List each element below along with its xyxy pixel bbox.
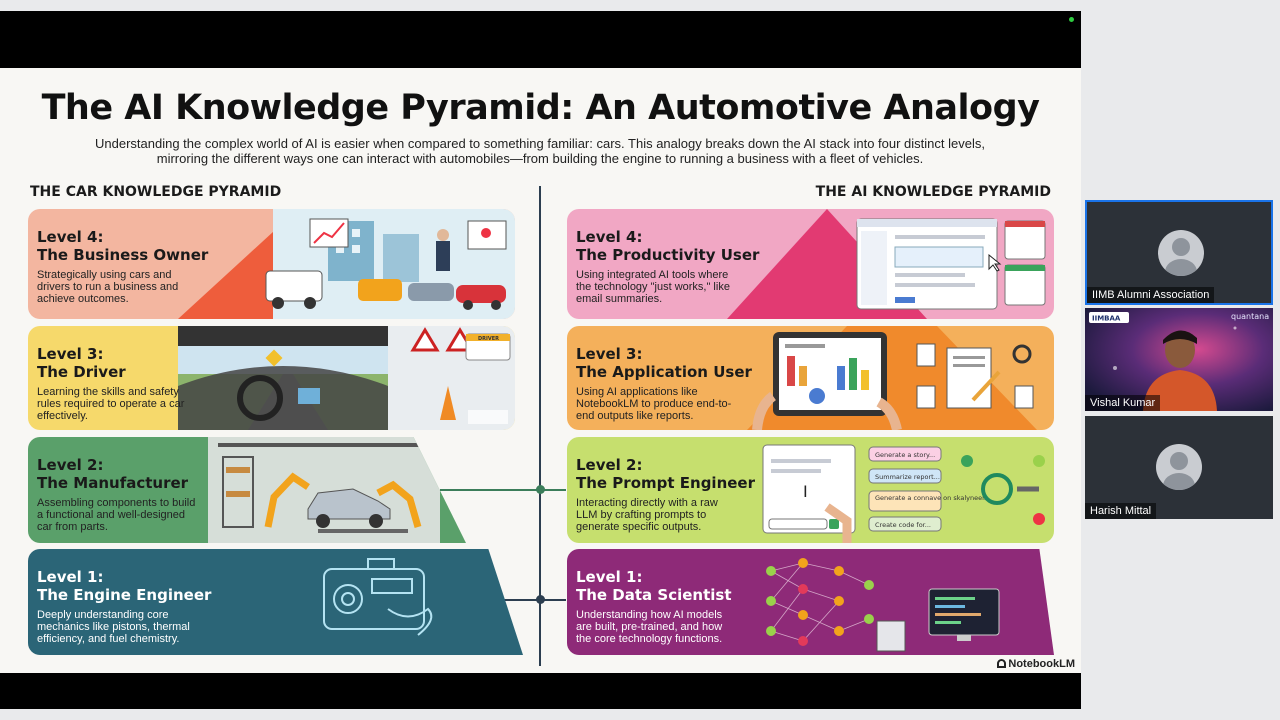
ai-level-4-desc: Using integrated AI tools where the tech… xyxy=(576,269,730,305)
participant-tile-harish[interactable]: Harish Mittal xyxy=(1085,416,1273,519)
notebooklm-logo: NotebookLM xyxy=(997,658,1075,670)
notebooklm-logo-icon xyxy=(997,659,1007,668)
level-number: Level 3: xyxy=(576,345,643,363)
level-number: Level 2: xyxy=(576,456,643,474)
participant-video: IIMBAA quantana xyxy=(1085,308,1273,411)
level-number: Level 4: xyxy=(576,228,643,246)
ai-level-1-title: Level 1:The Data Scientist xyxy=(576,568,732,604)
participant-name: Harish Mittal xyxy=(1085,503,1157,519)
manufacturer-illustration xyxy=(208,437,440,543)
level-number: Level 1: xyxy=(576,568,643,586)
ai-level-2-desc: Interacting directly with a raw LLM by c… xyxy=(576,497,718,533)
level-name: The Driver xyxy=(37,363,126,381)
person-silhouette-icon xyxy=(1156,444,1202,490)
ai-level-3-title: Level 3:The Application User xyxy=(576,345,752,381)
business-owner-illustration xyxy=(178,209,515,319)
ai-pyramid-heading: THE AI KNOWLEDGE PYRAMID xyxy=(815,184,1051,200)
svg-text:I: I xyxy=(803,482,808,501)
car-level-4-title: Level 4:The Business Owner xyxy=(37,228,208,264)
prompt-engineer-illustration: I Generate a story... Summarize report..… xyxy=(762,444,1045,543)
ai-level-4-title: Level 4:The Productivity User xyxy=(576,228,759,264)
level-number: Level 1: xyxy=(37,568,104,586)
car-level-2-title: Level 2:The Manufacturer xyxy=(37,456,188,492)
driver-badge-text: DRIVER xyxy=(478,336,499,342)
car-level-1-card: Level 1:The Engine Engineer Deeply under… xyxy=(28,549,523,655)
prompt-chip-3: Generate a connave on skalyneel... xyxy=(875,494,990,502)
level-name: The Data Scientist xyxy=(576,586,732,604)
recording-indicator-icon xyxy=(1069,17,1074,22)
prompt-chip-4: Create code for... xyxy=(875,521,931,529)
car-level-2-desc: Assembling components to build a functio… xyxy=(37,497,196,533)
center-divider xyxy=(539,186,541,666)
shared-slide: The AI Knowledge Pyramid: An Automotive … xyxy=(0,68,1081,673)
ai-level-2-title: Level 2:The Prompt Engineer xyxy=(576,456,755,492)
share-bottom-bar xyxy=(0,673,1081,709)
car-level-3-title: Level 3:The Driver xyxy=(37,345,126,381)
engine-illustration xyxy=(323,558,433,636)
car-level-4-card: Level 4:The Business Owner Strategically… xyxy=(28,209,515,319)
ai-level-1-desc: Understanding how AI models are built, p… xyxy=(576,609,723,645)
prompt-chip-2: Summarize report... xyxy=(875,473,940,481)
participant-tile-vishal[interactable]: IIMBAA quantana Vishal Kumar xyxy=(1085,308,1273,411)
person-silhouette-icon xyxy=(1158,230,1204,276)
cursor-arrow-icon xyxy=(988,253,1002,272)
tile-brand: quantana xyxy=(1231,312,1269,321)
slide-subtitle: Understanding the complex world of AI is… xyxy=(95,136,985,166)
level-number: Level 2: xyxy=(37,456,104,474)
connector-node-level2 xyxy=(536,485,545,494)
level-name: The Prompt Engineer xyxy=(576,474,755,492)
prompt-chip-1: Generate a story... xyxy=(875,451,935,459)
application-user-illustration xyxy=(747,326,1037,430)
slide-title: The AI Knowledge Pyramid: An Automotive … xyxy=(41,88,1040,128)
level-number: Level 4: xyxy=(37,228,104,246)
participant-tile-iimb[interactable]: IIMB Alumni Association xyxy=(1085,200,1273,305)
connector-level2 xyxy=(440,489,566,491)
level-name: The Productivity User xyxy=(576,246,760,264)
ai-level-2-card: I Generate a story... Summarize report..… xyxy=(567,437,1054,543)
driver-illustration: DRIVER xyxy=(178,326,515,430)
ai-level-3-card: Level 3:The Application User Using AI ap… xyxy=(567,326,1054,430)
brand-label: NotebookLM xyxy=(1008,658,1075,670)
connector-node-level1 xyxy=(536,595,545,604)
tile-badge: IIMBAA xyxy=(1092,315,1121,323)
level-name: The Application User xyxy=(576,363,752,381)
car-level-4-desc: Strategically using cars and drivers to … xyxy=(37,269,179,305)
connector-level1 xyxy=(500,599,566,601)
ai-level-4-card: Level 4:The Productivity User Using inte… xyxy=(567,209,1054,319)
car-level-3-card: DRIVER Level 3:The Driver Learning the s… xyxy=(28,326,515,430)
productivity-user-illustration xyxy=(727,209,1046,319)
level-name: The Engine Engineer xyxy=(37,586,212,604)
car-level-3-desc: Learning the skills and safety rules req… xyxy=(37,386,185,422)
car-level-1-desc: Deeply understanding core mechanics like… xyxy=(37,609,190,645)
level-name: The Manufacturer xyxy=(37,474,189,492)
participant-name: IIMB Alumni Association xyxy=(1087,287,1215,303)
ai-level-1-card: Level 1:The Data Scientist Understanding… xyxy=(567,549,1054,655)
car-pyramid-heading: THE CAR KNOWLEDGE PYRAMID xyxy=(30,184,282,200)
neural-network-illustration xyxy=(766,558,1000,652)
level-number: Level 3: xyxy=(37,345,104,363)
car-level-2-card: Level 2:The Manufacturer Assembling comp… xyxy=(28,437,466,543)
ai-level-3-desc: Using AI applications like NotebookLM to… xyxy=(576,386,732,422)
level-name: The Business Owner xyxy=(37,246,209,264)
participant-name: Vishal Kumar xyxy=(1085,395,1161,411)
car-level-1-title: Level 1:The Engine Engineer xyxy=(37,568,211,604)
